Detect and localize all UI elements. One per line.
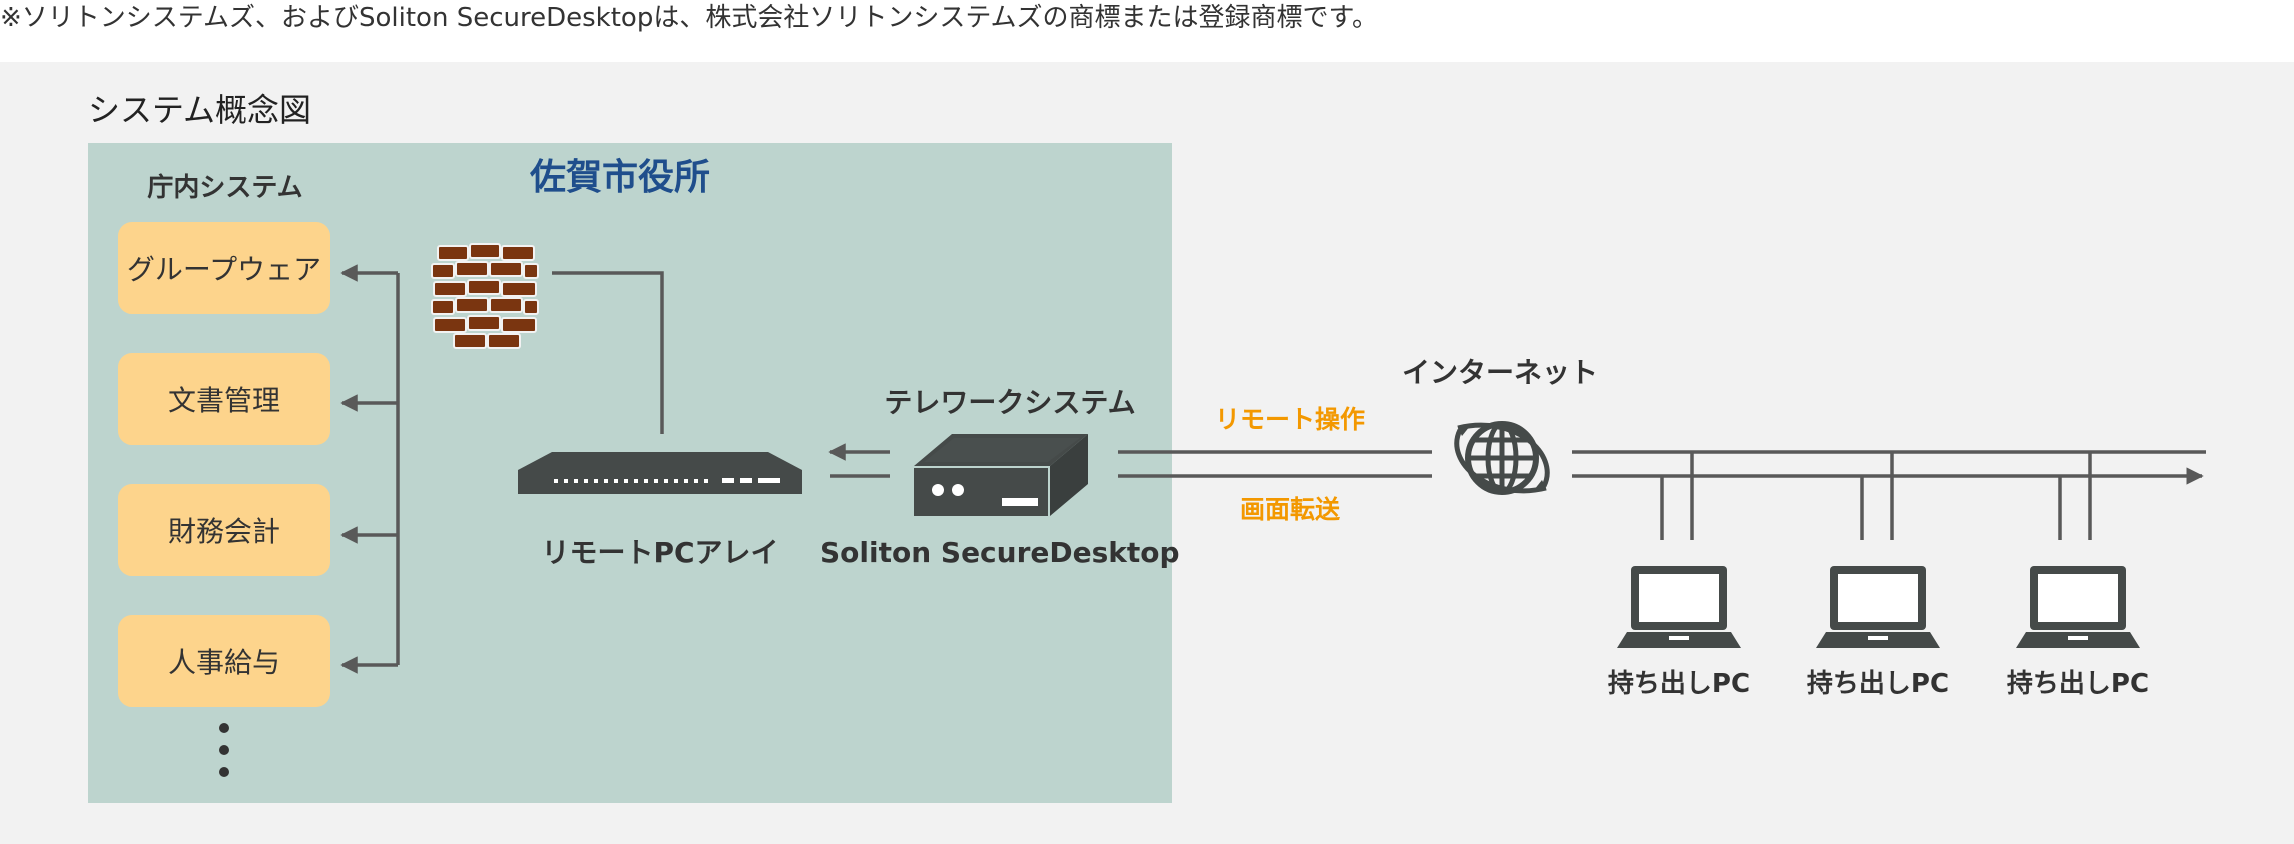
internal-systems-label: 庁内システム: [147, 173, 303, 203]
remote-operation-label: リモート操作: [1214, 405, 1365, 434]
laptop-icon: [2016, 566, 2140, 648]
firewall-to-rpc-line: [552, 271, 664, 434]
system-box-personnel-payroll: 人事給与: [118, 615, 330, 707]
globe-icon: [1454, 421, 1550, 495]
diagram-title: システム概念図: [88, 91, 312, 129]
telework-product-label: Soliton SecureDesktop: [820, 536, 1180, 569]
server-rack-icon: [518, 452, 802, 494]
laptop-icon: [1617, 566, 1741, 648]
trademark-notice: ※ソリトンシステムズ、およびSoliton SecureDesktopは、株式会…: [0, 3, 1378, 33]
telework-device-icon: [914, 434, 1088, 516]
laptop-icon: [1816, 566, 1940, 648]
city-office-name: 佐賀市役所: [529, 157, 710, 198]
internet-label: インターネット: [1401, 356, 1598, 389]
telework-system-label: テレワークシステム: [884, 386, 1136, 419]
portable-pc-label: 持ち出しPC: [1607, 669, 1751, 699]
vertical-dots-icon: [219, 723, 229, 777]
system-box-groupware: グループウェア: [118, 222, 330, 314]
system-box-financial-accounting: 財務会計: [118, 484, 330, 576]
portable-pc-label: 持ち出しPC: [2006, 669, 2150, 699]
screen-transfer-label: 画面転送: [1239, 495, 1340, 524]
system-box-document-management: 文書管理: [118, 353, 330, 445]
portable-pc-label: 持ち出しPC: [1806, 669, 1950, 699]
remote-pc-array-label: リモートPCアレイ: [541, 536, 779, 569]
firewall-icon: [431, 243, 539, 349]
